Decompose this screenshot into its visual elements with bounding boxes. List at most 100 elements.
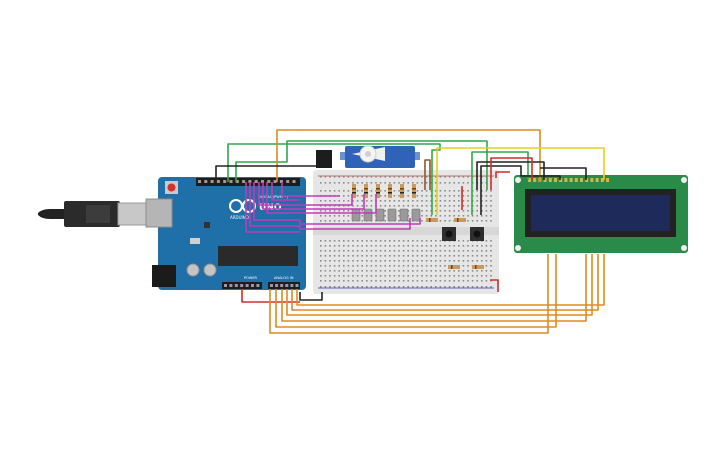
header-pin[interactable] [279,180,283,183]
lcd-pin[interactable] [533,178,537,182]
wire-orange[interactable] [291,254,599,311]
led[interactable] [375,208,385,222]
led[interactable] [387,208,397,222]
usb-cable[interactable] [38,201,163,227]
push-button[interactable] [470,227,484,241]
header-pin[interactable] [210,180,214,183]
lcd-pin[interactable] [580,178,583,182]
header-pin[interactable] [254,180,258,183]
lcd-pin[interactable] [564,178,568,182]
lcd-pin[interactable] [548,178,552,182]
wire-red[interactable] [241,289,300,303]
header-pin[interactable] [245,284,249,287]
header-pin[interactable] [216,180,220,183]
wire-orange[interactable] [281,254,587,322]
breadboard-hole [444,182,446,184]
header-pin[interactable] [275,284,279,287]
header-pin[interactable] [290,284,294,287]
header-pin[interactable] [235,180,239,183]
lcd-pin[interactable] [569,178,573,182]
wire-red[interactable] [495,171,510,178]
header-pin[interactable] [292,180,296,183]
wire-orange[interactable] [275,254,557,328]
lcd-pin[interactable] [606,178,609,182]
breadboard-hole [361,190,363,192]
breadboard-hole [320,245,322,247]
header-pin[interactable] [273,180,277,183]
wire-orange[interactable] [269,254,549,334]
header-pin[interactable] [223,180,227,183]
header-pin[interactable] [242,180,246,183]
header-pin[interactable] [248,180,252,183]
wire-black[interactable] [480,165,561,215]
header-pin[interactable] [204,180,208,183]
header-pin[interactable] [240,284,244,287]
wire-magenta[interactable] [266,182,377,214]
led[interactable] [351,208,361,222]
wire-black[interactable] [215,165,318,182]
led[interactable] [411,208,421,222]
wire-magenta[interactable] [281,182,340,197]
led[interactable] [399,208,409,222]
resistor[interactable] [454,218,466,222]
wire-green[interactable] [471,151,529,215]
header-pin[interactable] [256,284,260,287]
lcd-pin[interactable] [595,178,599,182]
lcd-pin[interactable] [543,178,547,182]
resistor-array[interactable] [352,184,416,198]
lcd-pin[interactable] [528,178,531,182]
wire-orange[interactable] [296,254,605,306]
wire-black[interactable] [540,167,587,180]
wire-magenta[interactable] [262,182,365,210]
resistor[interactable] [376,184,380,198]
led[interactable] [363,208,373,222]
lcd-pin[interactable] [574,178,578,182]
header-pin[interactable] [224,284,227,287]
header-pin[interactable] [251,284,254,287]
wire-green[interactable] [227,143,441,215]
lcd-pin[interactable] [554,178,557,182]
lcd-pin[interactable] [590,178,594,182]
lcd-16x2[interactable] [514,175,688,253]
resistor[interactable] [388,184,392,198]
resistor[interactable] [352,184,356,198]
header-pin[interactable] [280,284,284,287]
wire-red[interactable] [490,279,499,292]
breadboard-hole [366,280,368,282]
breadboard-hole [458,260,460,262]
analog-label: ANALOG IN [274,276,294,280]
wire-black[interactable] [476,161,545,190]
header-pin[interactable] [261,180,264,183]
wire-yellow[interactable] [436,147,605,215]
header-pin[interactable] [198,180,201,183]
wire-orange[interactable] [286,254,593,316]
header-pin[interactable] [270,284,273,287]
resistor[interactable] [426,218,438,222]
lcd-pin[interactable] [600,178,604,182]
push-button[interactable] [442,227,456,241]
resistor[interactable] [364,184,368,198]
header-pin[interactable] [234,284,238,287]
header-pin[interactable] [229,180,233,183]
led-row[interactable] [351,208,421,222]
wire-magenta[interactable] [271,182,300,201]
header-pin[interactable] [295,284,299,287]
wire-brown[interactable] [424,159,431,190]
header-pin[interactable] [285,284,289,287]
breadboard-hole [435,245,437,247]
wire-magenta[interactable] [258,182,353,206]
wire-magenta[interactable] [253,182,421,225]
header-pin[interactable] [267,180,271,183]
wire-red[interactable] [490,157,533,190]
resistor[interactable] [400,184,404,198]
resistor[interactable] [448,265,460,269]
wire-orange[interactable] [276,129,541,182]
resistor[interactable] [472,265,484,269]
wire-black[interactable] [299,292,323,301]
servo-motor[interactable] [316,145,420,168]
wire-magenta[interactable] [245,182,300,233]
header-pin[interactable] [286,180,290,183]
header-pin[interactable] [229,284,233,287]
wire-magenta[interactable] [249,182,411,230]
resistor[interactable] [412,184,416,198]
